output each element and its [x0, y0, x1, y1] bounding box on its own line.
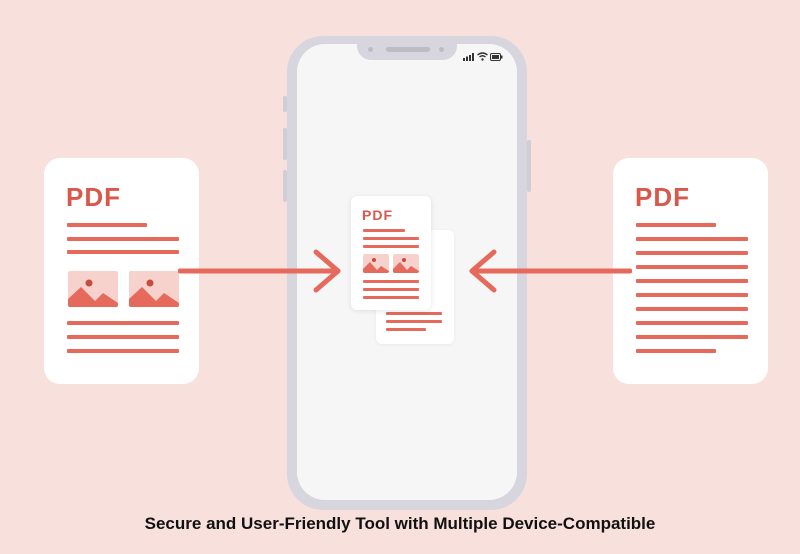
caption: Secure and User-Friendly Tool with Multi…: [144, 514, 656, 533]
image-icon: [129, 271, 179, 307]
right-text-line: [636, 265, 748, 269]
left-text-line: [67, 321, 179, 325]
right-pdf-label: PDF: [635, 182, 690, 212]
left-pdf-label: PDF: [66, 182, 121, 212]
right-text-line: [636, 223, 716, 227]
left-text-line: [67, 250, 179, 254]
right-text-line: [636, 321, 748, 325]
phone-text-line: [363, 296, 419, 299]
left-text-line: [67, 237, 179, 241]
left-text-line: [67, 223, 147, 227]
right-text-line: [636, 237, 748, 241]
phone-speaker: [386, 47, 430, 52]
signal-icon: [463, 53, 474, 61]
arrow-right-icon: [178, 249, 341, 293]
phone-camera: [368, 47, 373, 52]
phone-text-line: [363, 229, 405, 232]
phone-text-line: [363, 237, 419, 240]
right-text-line: [636, 293, 748, 297]
phone-pdf-label: PDF: [362, 207, 393, 223]
image-icon: [393, 254, 419, 273]
phone-volume-up-button: [283, 128, 287, 160]
battery-icon: [490, 53, 503, 61]
phone-back-text-line: [386, 312, 442, 315]
phone-back-text-line: [386, 328, 426, 331]
phone-sensor: [439, 47, 444, 52]
right-pdf-document: [613, 158, 768, 384]
left-text-line: [67, 349, 179, 353]
phone-text-line: [363, 288, 419, 291]
image-icon: [363, 254, 389, 273]
right-text-line: [636, 279, 748, 283]
right-text-line: [636, 307, 748, 311]
right-text-line: [636, 335, 748, 339]
phone-side-button: [283, 96, 287, 112]
phone-power-button: [527, 140, 531, 192]
phone-pdf-document: [351, 196, 431, 310]
image-icon: [68, 271, 118, 307]
arrow-left-icon: [469, 249, 632, 293]
right-text-line: [636, 251, 748, 255]
wifi-icon: [477, 52, 488, 61]
left-text-line: [67, 335, 179, 339]
phone-text-line: [363, 245, 419, 248]
phone-volume-down-button: [283, 170, 287, 202]
phone-text-line: [363, 280, 419, 283]
phone-back-text-line: [386, 320, 442, 323]
right-text-line: [636, 349, 716, 353]
